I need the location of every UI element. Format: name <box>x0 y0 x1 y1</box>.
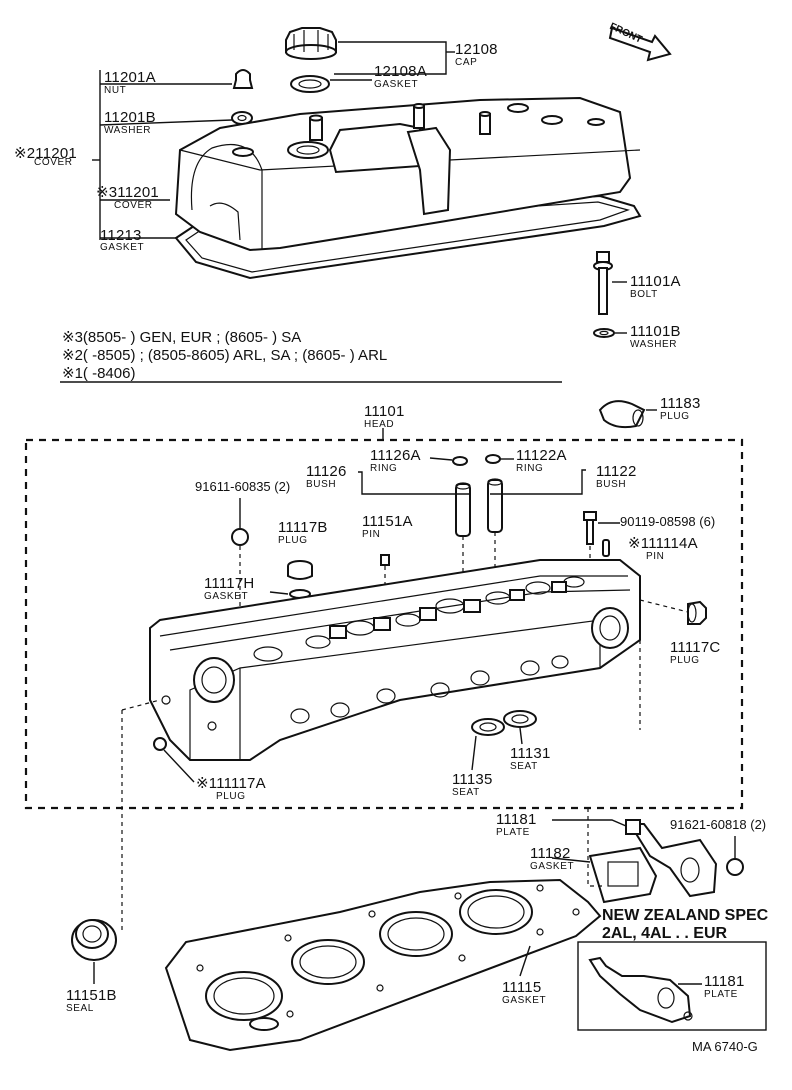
bolt-part-number: 11101A <box>630 273 681 290</box>
plate-gasket-part-name: GASKET <box>530 861 575 872</box>
pin-11151a-part-number: 11151A <box>362 513 413 530</box>
ring-a-part-number: 11126A <box>370 447 421 464</box>
cover-3-part-number: ※311201 <box>96 184 159 201</box>
nut-part-name: NUT <box>104 85 127 96</box>
plug-11117b-drawing <box>287 560 313 599</box>
plug-11117c-part-name: PLUG <box>670 655 700 666</box>
head-part-number: 11101 <box>364 403 405 420</box>
bolt-part-name: BOLT <box>630 289 658 300</box>
nz-spec-subtitle: 2AL, 4AL . . EUR <box>602 925 728 942</box>
plate-11181-part-number: 11181 <box>496 811 537 828</box>
plug-11117c-drawing <box>687 600 707 625</box>
plug-11117a-part-number: ※111117A <box>196 775 266 792</box>
seat-11131-part-number: 11131 <box>510 745 551 762</box>
pin-11151a-part-name: PIN <box>362 529 381 540</box>
cylinder-head-gasket-drawing <box>164 878 602 1052</box>
valve-guide-bushes-drawing <box>452 454 503 537</box>
nz-spec-plate-drawing <box>588 956 693 1024</box>
washer-part-name: WASHER <box>104 125 152 136</box>
seat-11135-part-name: SEAT <box>452 787 480 798</box>
pin-11114a-part-number: ※111114A <box>628 535 698 552</box>
cylinder-head-drawing <box>149 559 641 761</box>
bush-b-part-number: 11122 <box>596 463 637 480</box>
plug-11117b-part-number: 11117B <box>278 519 328 536</box>
pin-11114a-part-name: PIN <box>646 551 665 562</box>
plug-11183-drawing <box>598 400 646 429</box>
nz-spec-title: NEW ZEALAND SPEC <box>602 907 769 924</box>
stud-91621-part-number: 91621-60818 (2) <box>670 817 767 832</box>
bush-b-part-name: BUSH <box>596 479 627 490</box>
plug-11183-part-name: PLUG <box>660 411 690 422</box>
cylinder-head-cover-drawing <box>174 96 642 280</box>
filler-gasket-part-number: 12108A <box>374 63 427 80</box>
plug-11183-part-number: 11183 <box>660 395 701 412</box>
cap-part-name: CAP <box>455 57 478 68</box>
nz-plate-part-number: 11181 <box>704 973 745 990</box>
nz-plate-part-name: PLATE <box>704 989 738 1000</box>
plug-11117a-part-name: PLUG <box>216 791 246 802</box>
cover-bolt-drawing <box>593 251 615 338</box>
cover-3-part-name: COVER <box>114 200 153 211</box>
drawing-code: MA 6740-G <box>692 1039 758 1054</box>
seal-part-name: SEAL <box>66 1003 94 1014</box>
seal-part-number: 11151B <box>66 987 117 1004</box>
note-3: ※3(8505- ) GEN, EUR ; (8605- ) SA <box>62 329 302 346</box>
plug-11117c-part-number: 11117C <box>670 639 721 656</box>
water-outlet-plate-drawing <box>588 819 718 904</box>
cover-nut-drawing <box>231 69 254 125</box>
cover-gasket-part-name: GASKET <box>100 242 145 253</box>
cap-part-number: 12108 <box>455 41 498 58</box>
cover-2-part-number: ※211201 <box>14 145 77 162</box>
note-1: ※1( -8406) <box>62 365 136 382</box>
bolt-washer-part-name: WASHER <box>630 339 678 350</box>
camshaft-seal-drawing <box>71 919 117 961</box>
nut-part-number: 11201A <box>104 69 156 86</box>
bolt-washer-part-number: 11101B <box>630 323 681 340</box>
seat-11135-part-number: 11135 <box>452 771 493 788</box>
valve-seats-drawing <box>471 710 537 736</box>
head-part-name: HEAD <box>364 419 395 430</box>
washer-part-number: 11201B <box>104 109 156 126</box>
ring-b-part-name: RING <box>516 463 544 474</box>
bolt-90119-part-number: 90119-08598 (6) <box>620 514 716 529</box>
nz-spec-box <box>577 941 767 1031</box>
ring-a-part-name: RING <box>370 463 398 474</box>
plate-gasket-part-number: 11182 <box>530 845 571 862</box>
head-assembly-outline <box>24 438 744 810</box>
bush-a-part-name: BUSH <box>306 479 337 490</box>
head-gasket-part-name: GASKET <box>502 995 547 1006</box>
oil-filler-cap-drawing <box>285 27 337 93</box>
filler-gasket-part-name: GASKET <box>374 79 419 90</box>
front-arrow-drawing <box>608 26 672 62</box>
cover-gasket-part-number: 11213 <box>100 227 142 244</box>
note-2: ※2( -8505) ; (8505-8605) ARL, SA ; (8605… <box>62 347 388 364</box>
gasket-11117h-part-name: GASKET <box>204 591 249 602</box>
head-gasket-part-number: 11115 <box>502 979 542 996</box>
seat-11131-part-name: SEAT <box>510 761 538 772</box>
gasket-11117h-part-number: 11117H <box>204 575 255 592</box>
cover-2-part-name: COVER <box>34 157 73 168</box>
ring-b-part-number: 11122A <box>516 447 567 464</box>
bolt-90119-drawing <box>583 511 610 557</box>
bush-a-part-number: 11126 <box>306 463 347 480</box>
stud-91611-part-number: 91611-60835 (2) <box>195 479 291 494</box>
plug-11117b-part-name: PLUG <box>278 535 308 546</box>
plate-11181-part-name: PLATE <box>496 827 530 838</box>
